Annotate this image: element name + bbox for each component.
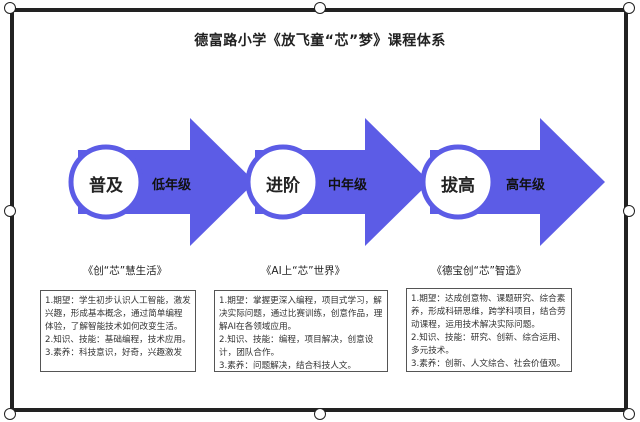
stage-1-course-title: 《创“芯”慧生活》 bbox=[82, 265, 168, 277]
stage-arrow-3 bbox=[420, 118, 605, 246]
stage-2-line-1: 1.期望：掌握更深入编程，项目式学习，解决实际问题，通过比赛训练，创意作品，理解… bbox=[219, 296, 383, 332]
stage-3-grade-label: 高年级 bbox=[506, 178, 546, 193]
stage-3-description: 1.期望：达成创意物、课题研究、综合素养，形成科研思维，跨学科项目，结合劳动课程… bbox=[406, 288, 572, 372]
stage-2-description: 1.期望：掌握更深入编程，项目式学习，解决实际问题，通过比赛训练，创意作品，理解… bbox=[214, 290, 388, 372]
resize-handle-top-left[interactable] bbox=[4, 2, 16, 14]
resize-handle-top[interactable] bbox=[314, 2, 326, 14]
stage-3-course-title: 《德宝创“芯”智造》 bbox=[431, 265, 527, 277]
stage-3-line-1: 1.期望：达成创意物、课题研究、综合素养，形成科研思维，跨学科项目，结合劳动课程… bbox=[411, 294, 566, 330]
resize-handle-bottom-left[interactable] bbox=[4, 408, 16, 420]
stage-3-circle-label: 拔高 bbox=[441, 176, 475, 196]
resize-handle-right[interactable] bbox=[623, 205, 635, 217]
stage-arrow-1 bbox=[68, 118, 255, 246]
diagram-title: 德富路小学《放飞童“芯”梦》课程体系 bbox=[194, 33, 446, 49]
stage-1-line-3: 3.素养：科技意识，好奇，兴趣激发 bbox=[45, 348, 183, 358]
stage-2-line-2: 2.知识、技能：编程，项目解决，创意设计，团队合作。 bbox=[219, 335, 374, 358]
resize-handle-top-right[interactable] bbox=[623, 2, 635, 14]
stage-1-line-1: 1.期望：学生初步认识人工智能，激发兴趣，形成基本概念，通过简单编程体验，了解智… bbox=[45, 296, 191, 332]
stage-1-grade-label: 低年级 bbox=[152, 178, 192, 193]
stage-1-description: 1.期望：学生初步认识人工智能，激发兴趣，形成基本概念，通过简单编程体验，了解智… bbox=[40, 290, 196, 372]
stage-2-circle-label: 进阶 bbox=[266, 176, 300, 196]
resize-handle-bottom[interactable] bbox=[314, 408, 326, 420]
stage-2-line-3: 3.素养：问题解决，结合科技人文。 bbox=[219, 361, 357, 371]
resize-handle-bottom-right[interactable] bbox=[623, 408, 635, 420]
stage-3-line-2: 2.知识、技能：研究、创新、综合运用、多元技术。 bbox=[411, 333, 566, 356]
resize-handle-left[interactable] bbox=[4, 205, 16, 217]
stage-2-course-title: 《AI上“芯”世界》 bbox=[260, 265, 346, 277]
stage-2-grade-label: 中年级 bbox=[328, 178, 368, 193]
stage-arrow-2 bbox=[245, 118, 430, 246]
stage-1-circle-label: 普及 bbox=[89, 176, 123, 196]
stage-1-line-2: 2.知识、技能：基础编程，技术应用。 bbox=[45, 335, 191, 345]
stage-3-line-3: 3.素养：创新、人文综合、社会价值观。 bbox=[411, 359, 566, 369]
